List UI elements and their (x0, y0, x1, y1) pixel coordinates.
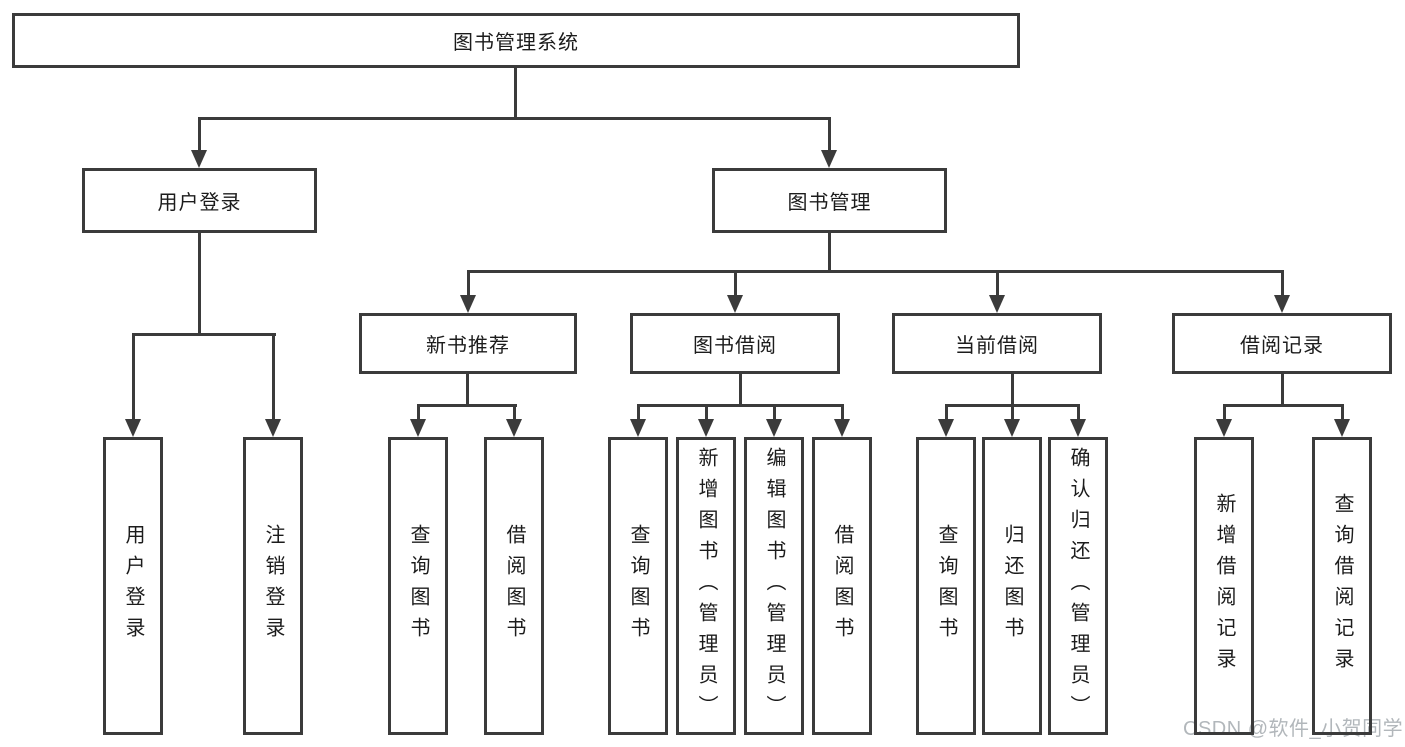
leaf-add-borrow-record: 新增借阅记录 (1194, 437, 1254, 735)
node-book-borrow: 图书借阅 (630, 313, 840, 374)
leaf-query-books-recommend: 查询图书 (388, 437, 448, 735)
arrowhead-down-icon (506, 419, 522, 437)
arrowhead-down-icon (410, 419, 426, 437)
arrowhead-down-icon (698, 419, 714, 437)
connector-line (1281, 270, 1284, 297)
node-label: 查询借阅记录 (1331, 493, 1353, 679)
arrowhead-down-icon (834, 419, 850, 437)
connector-line (514, 68, 517, 118)
connector-line (739, 374, 742, 407)
connector-line (1341, 404, 1344, 421)
node-label: 图书管理 (787, 192, 872, 214)
node-label: 借阅记录 (1240, 335, 1324, 357)
node-label: 新增图书（管理员） (695, 446, 717, 726)
node-label: 注销登录 (262, 524, 284, 648)
node-label: 确认归还（管理员） (1067, 446, 1089, 726)
connector-line (198, 117, 201, 152)
node-label: 查询图书 (407, 524, 429, 648)
connector-line (132, 333, 276, 336)
node-label: 查询图书 (935, 524, 957, 648)
leaf-query-books-borrow: 查询图书 (608, 437, 668, 735)
arrowhead-down-icon (821, 150, 837, 168)
connector-line (734, 270, 737, 297)
node-book-management: 图书管理 (712, 168, 947, 233)
connector-line (198, 233, 201, 336)
arrowhead-down-icon (265, 419, 281, 437)
connector-line (773, 404, 776, 421)
arrowhead-down-icon (1004, 419, 1020, 437)
connector-line (1223, 404, 1344, 407)
node-label: 图书管理系统 (453, 32, 579, 54)
node-borrow-records: 借阅记录 (1172, 313, 1392, 374)
csdn-watermark: CSDN @软件_小贺同学 (1183, 718, 1404, 740)
connector-line (828, 117, 831, 152)
connector-line (1223, 404, 1226, 421)
node-label: 新增借阅记录 (1213, 493, 1235, 679)
arrowhead-down-icon (460, 295, 476, 313)
connector-line (945, 404, 948, 421)
leaf-borrow-books-recommend: 借阅图书 (484, 437, 544, 735)
arrowhead-down-icon (1070, 419, 1086, 437)
leaf-return-books: 归还图书 (982, 437, 1042, 735)
connector-line (705, 404, 708, 421)
arrowhead-down-icon (125, 419, 141, 437)
leaf-add-books-admin: 新增图书（管理员） (676, 437, 736, 735)
node-label: 图书借阅 (693, 335, 777, 357)
connector-line (841, 404, 844, 421)
node-label: 编辑图书（管理员） (763, 446, 785, 726)
node-label: 用户登录 (122, 524, 144, 648)
arrowhead-down-icon (766, 419, 782, 437)
arrowhead-down-icon (727, 295, 743, 313)
node-label: 新书推荐 (426, 335, 510, 357)
leaf-query-books-current: 查询图书 (916, 437, 976, 735)
node-user-login: 用户登录 (82, 168, 317, 233)
connector-line (1077, 404, 1080, 421)
connector-line (513, 404, 516, 421)
connector-line (467, 270, 470, 297)
connector-line (467, 270, 1284, 273)
connector-line (272, 333, 275, 421)
node-current-borrow: 当前借阅 (892, 313, 1102, 374)
leaf-query-borrow-record: 查询借阅记录 (1312, 437, 1372, 735)
leaf-logout: 注销登录 (243, 437, 303, 735)
connector-line (1281, 374, 1284, 407)
node-label: 查询图书 (627, 524, 649, 648)
connector-line (417, 404, 517, 407)
connector-line (637, 404, 844, 407)
leaf-user-login: 用户登录 (103, 437, 163, 735)
arrowhead-down-icon (191, 150, 207, 168)
connector-line (1011, 404, 1014, 421)
node-label: 借阅图书 (831, 524, 853, 648)
connector-line (996, 270, 999, 297)
leaf-edit-books-admin: 编辑图书（管理员） (744, 437, 804, 735)
node-label: 用户登录 (157, 192, 242, 214)
arrowhead-down-icon (1216, 419, 1232, 437)
arrowhead-down-icon (938, 419, 954, 437)
node-root-library-system: 图书管理系统 (12, 13, 1020, 68)
connector-line (637, 404, 640, 421)
connector-line (132, 333, 135, 421)
arrowhead-down-icon (1274, 295, 1290, 313)
arrowhead-down-icon (630, 419, 646, 437)
node-new-book-recommend: 新书推荐 (359, 313, 577, 374)
node-label: 借阅图书 (503, 524, 525, 648)
connector-line (198, 117, 831, 120)
arrowhead-down-icon (1334, 419, 1350, 437)
leaf-confirm-return-admin: 确认归还（管理员） (1048, 437, 1108, 735)
connector-line (828, 233, 831, 273)
connector-line (466, 374, 469, 407)
connector-line (1011, 374, 1014, 407)
arrowhead-down-icon (989, 295, 1005, 313)
node-label: 当前借阅 (955, 335, 1039, 357)
connector-line (417, 404, 420, 421)
node-label: 归还图书 (1001, 524, 1023, 648)
leaf-borrow-books: 借阅图书 (812, 437, 872, 735)
